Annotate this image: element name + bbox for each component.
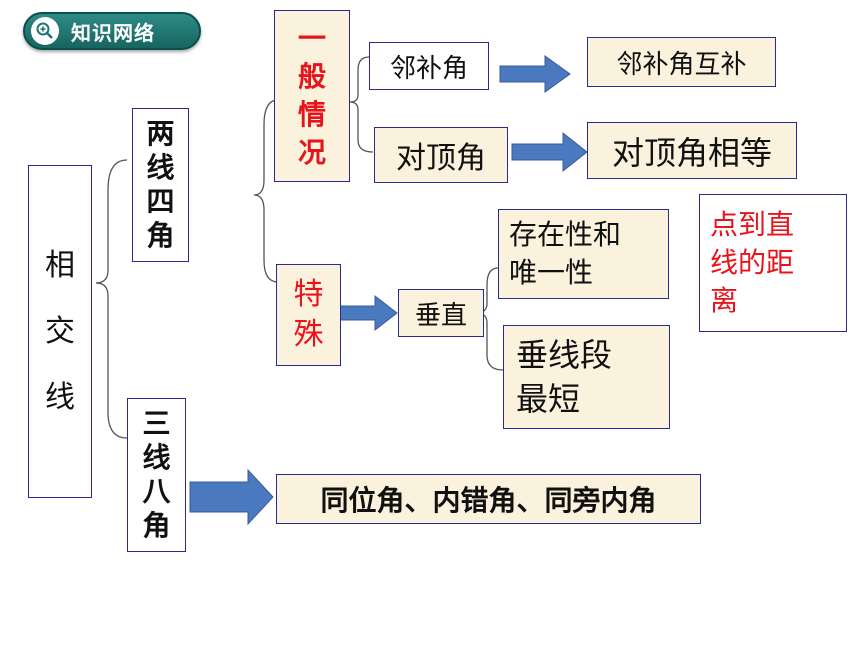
arrow-special bbox=[336, 294, 398, 332]
two-lines-brace bbox=[253, 99, 279, 283]
three-lines-eight-angles: 三 线 八 角 bbox=[127, 398, 186, 552]
arrow-three-lines bbox=[189, 468, 274, 526]
root-intersecting-lines: 相 交 线 bbox=[28, 165, 92, 498]
special-case: 特 殊 bbox=[276, 264, 341, 366]
root-char: 线 bbox=[45, 379, 75, 415]
root-brace bbox=[95, 159, 128, 439]
arrow-vertical bbox=[511, 131, 588, 173]
vertical-angle: 对顶角 bbox=[374, 127, 508, 183]
adjacent-result: 邻补角互补 bbox=[587, 37, 776, 87]
root-char: 相 bbox=[45, 247, 75, 283]
knowledge-network-badge: 知识网络 bbox=[23, 12, 201, 50]
two-lines-four-angles: 两 线 四 角 bbox=[132, 108, 189, 262]
perpendicular-segment-shortest: 垂线段 最短 bbox=[503, 325, 670, 429]
badge-label: 知识网络 bbox=[71, 20, 155, 45]
arrow-adjacent bbox=[499, 55, 571, 93]
magnifier-icon bbox=[31, 17, 59, 45]
adjacent-supplementary-angle: 邻补角 bbox=[369, 42, 489, 90]
general-case: 一 般 情 况 bbox=[274, 10, 350, 182]
root-char: 交 bbox=[45, 313, 75, 349]
point-line-distance: 点到直 线的距 离 bbox=[699, 194, 847, 332]
existence-uniqueness: 存在性和 唯一性 bbox=[498, 209, 669, 299]
vertical-result: 对顶角相等 bbox=[587, 122, 797, 179]
general-brace bbox=[349, 56, 374, 153]
perpendicular: 垂直 bbox=[398, 289, 484, 337]
three-lines-angle-types: 同位角、内错角、同旁内角 bbox=[276, 474, 701, 524]
